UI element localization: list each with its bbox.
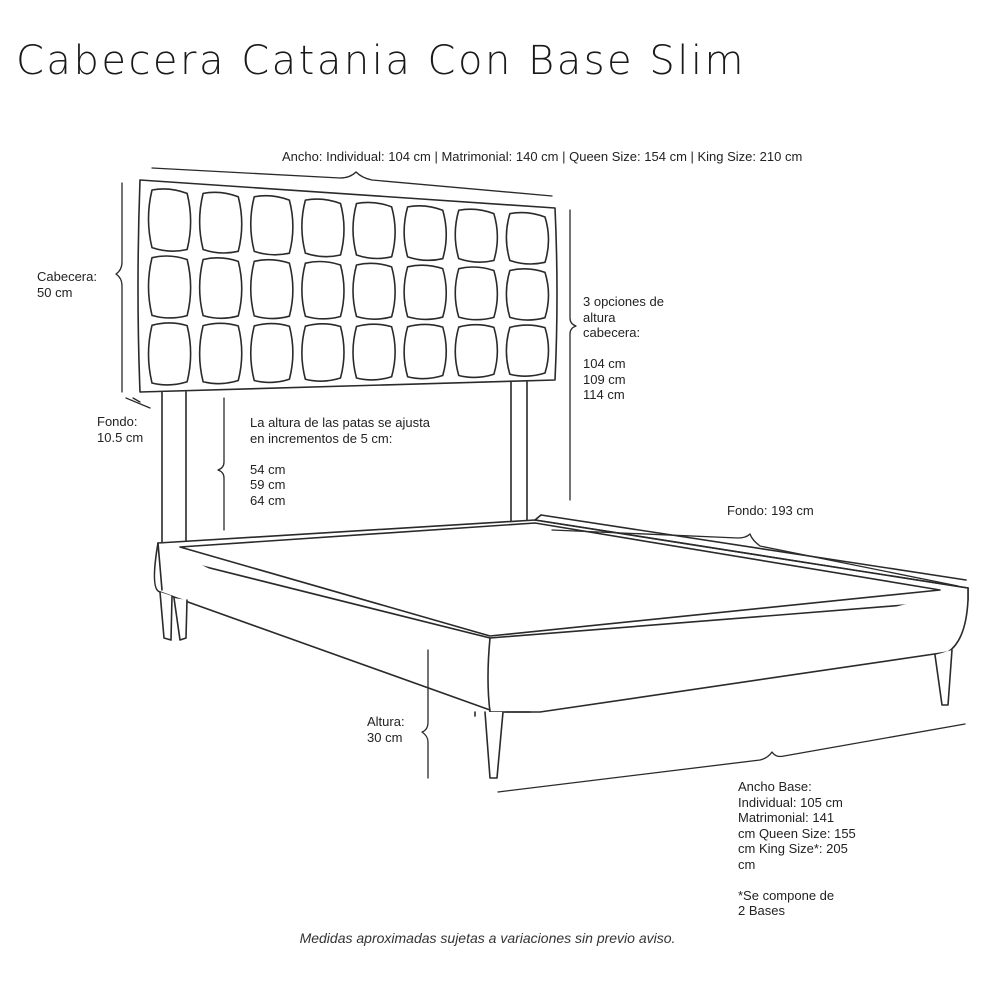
label-line: La altura de las patas se ajusta — [250, 415, 430, 430]
tuft-cushion — [505, 324, 550, 377]
label-line: Cabecera: — [37, 269, 97, 284]
label-line — [738, 872, 856, 888]
headboard — [137, 179, 558, 393]
tuft-cushion — [403, 204, 448, 262]
label-line: Matrimonial: 141 — [738, 810, 835, 825]
base-legs — [159, 591, 953, 779]
tuft-cushion — [454, 208, 499, 263]
tuft-cushion — [147, 188, 192, 252]
tuft-cushion — [249, 194, 294, 256]
label-line: 30 cm — [367, 729, 403, 745]
label-line — [250, 446, 430, 462]
label-line: 104 cm — [583, 356, 626, 371]
base-height-label: Altura: 30 cm — [367, 714, 405, 745]
headboard-depth-label: Fondo: 10.5 cm — [97, 414, 143, 445]
tuft-cushion — [352, 262, 396, 320]
tuft-cushion — [505, 268, 550, 321]
tuft-cushion — [198, 191, 243, 254]
label-line: 54 cm — [250, 461, 286, 477]
label-line: 3 opciones de — [583, 294, 664, 309]
label-line: Altura: — [367, 714, 405, 729]
tuft-cushion — [301, 260, 345, 320]
tuft-cushion — [454, 266, 499, 321]
label-line: cm Queen Size: 155 — [738, 825, 856, 841]
tuft-cushion — [403, 323, 448, 380]
tuft-cushion — [301, 323, 345, 382]
tuft-cushion — [198, 322, 243, 385]
label-line: *Se compone de — [738, 887, 835, 903]
tuft-cushion — [147, 322, 192, 386]
label-line: Ancho Base: — [738, 779, 812, 794]
tuft-cushion — [352, 201, 396, 260]
label-line: en incrementos de 5 cm: — [250, 430, 393, 446]
leg-height-label: La altura de las patas se ajusta en incr… — [250, 415, 430, 508]
headboard-tufts — [147, 188, 550, 386]
label-line: cabecera: — [583, 325, 641, 340]
disclaimer-footnote: Medidas aproximadas sujetas a variacione… — [299, 930, 676, 946]
page-title: Cabecera Catania Con Base Slim — [16, 38, 746, 84]
tuft-cushion — [249, 322, 294, 384]
bed-base — [153, 514, 969, 717]
label-line: cm — [738, 856, 756, 872]
label-line: 64 cm — [250, 492, 286, 508]
tuft-cushion — [198, 257, 243, 320]
label-line: Individual: 105 cm — [738, 794, 843, 810]
label-line: 114 cm — [583, 387, 625, 402]
width-label: Ancho: Individual: 104 cm | Matrimonial:… — [282, 149, 803, 164]
base-depth-label: Fondo: 193 cm — [727, 503, 814, 518]
label-line: 50 cm — [37, 284, 73, 300]
tuft-cushion — [505, 211, 550, 265]
label-line: 10.5 cm — [97, 429, 144, 445]
tuft-cushion — [403, 264, 448, 321]
label-line: Fondo: — [97, 414, 138, 429]
tuft-cushion — [249, 258, 294, 320]
label-line: altura — [583, 309, 616, 325]
tuft-cushion — [352, 323, 396, 381]
headboard-height-options-label: 3 opciones de altura cabecera: 104 cm 10… — [583, 294, 664, 403]
label-line: 2 Bases — [738, 903, 785, 918]
tuft-cushion — [147, 255, 192, 319]
label-line: 109 cm — [583, 371, 626, 387]
label-line — [583, 341, 664, 357]
tuft-cushion — [454, 323, 499, 379]
headboard-posts — [161, 381, 528, 546]
tuft-cushion — [301, 198, 345, 258]
headboard-height-label: Cabecera: 50 cm — [37, 269, 97, 300]
base-width-label: Ancho Base: Individual: 105 cm Matrimoni… — [738, 779, 856, 919]
label-line: 59 cm — [250, 477, 286, 492]
label-line: cm King Size*: 205 — [738, 841, 848, 856]
dimension-brackets — [115, 167, 966, 793]
